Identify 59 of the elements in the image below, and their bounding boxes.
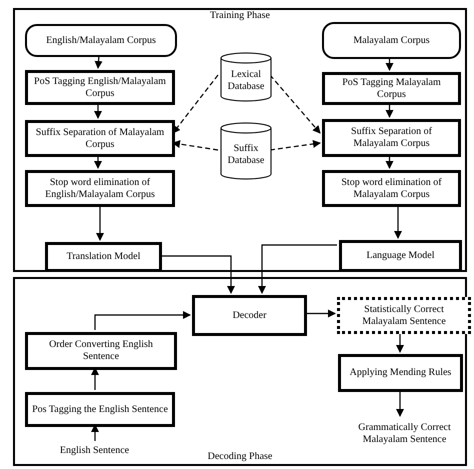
arrow — [172, 74, 218, 134]
process-box — [192, 295, 307, 336]
arrow — [386, 155, 394, 169]
arrow — [172, 140, 218, 151]
node-label: PoS Tagging Malayalam Corpus — [341, 76, 442, 100]
arrow — [305, 310, 336, 318]
process-box — [25, 120, 175, 157]
arrow — [94, 103, 102, 119]
node-label: Lexical Database — [226, 69, 266, 93]
process-box — [338, 354, 463, 392]
arrow — [270, 140, 321, 151]
node-label: PoS Tagging English/Malayalam Corpus — [33, 76, 167, 100]
arrow — [94, 311, 191, 330]
process-box — [25, 332, 177, 370]
node-label: Pos Tagging the English Sentence — [32, 404, 168, 416]
corpus-box — [322, 22, 461, 59]
process-box — [339, 240, 462, 272]
arrow — [96, 205, 104, 241]
arrow — [394, 205, 402, 239]
node-label: Stop word elimination of Malayalam Corpus — [340, 176, 443, 200]
arrow — [386, 103, 394, 118]
arrow — [270, 74, 321, 134]
node-label: Suffix Database — [226, 143, 266, 167]
process-box — [322, 119, 461, 157]
node-label: Suffix Separation of Malayalam Corpus — [34, 126, 166, 150]
phase-title: Training Phase — [210, 9, 270, 23]
process-box — [25, 392, 175, 427]
arrow — [94, 155, 102, 169]
process-box — [322, 72, 461, 105]
arrow — [396, 390, 404, 417]
arrow — [396, 332, 404, 353]
node-label: English/Malayalam Corpus — [46, 34, 156, 46]
node-label: English Sentence — [60, 444, 130, 456]
node-label: Language Model — [366, 250, 435, 262]
arrow — [91, 367, 99, 390]
node-label: Stop word elimination of English/Malayalam Corpus — [44, 176, 156, 200]
node-label: Malayalam Corpus — [353, 34, 430, 46]
arrow — [94, 54, 103, 69]
phase-title: Decoding Phase — [208, 450, 272, 464]
node-label: Applying Mending Rules — [350, 367, 452, 379]
arrow — [160, 255, 235, 294]
node-label: Suffix Separation of Malayalam Corpus — [350, 126, 433, 150]
process-box — [25, 70, 175, 105]
process-box — [25, 170, 175, 207]
node-label: Grammatically Correct Malayalam Sentence — [357, 422, 452, 446]
process-box — [45, 242, 162, 272]
phase-panel — [13, 8, 467, 272]
output-box — [337, 297, 471, 334]
node-label: Decoder — [232, 310, 266, 322]
corpus-box — [25, 24, 177, 57]
arrow — [91, 424, 99, 441]
node-label: Translation Model — [66, 251, 140, 263]
arrow — [386, 57, 394, 71]
node-label: Order Converting English Sentence — [48, 339, 154, 363]
process-box — [322, 170, 461, 207]
database-cylinder — [220, 122, 272, 180]
arrow — [258, 244, 337, 294]
node-label: Statistically Correct Malayalam Sentence — [361, 304, 447, 328]
database-cylinder — [220, 52, 272, 102]
